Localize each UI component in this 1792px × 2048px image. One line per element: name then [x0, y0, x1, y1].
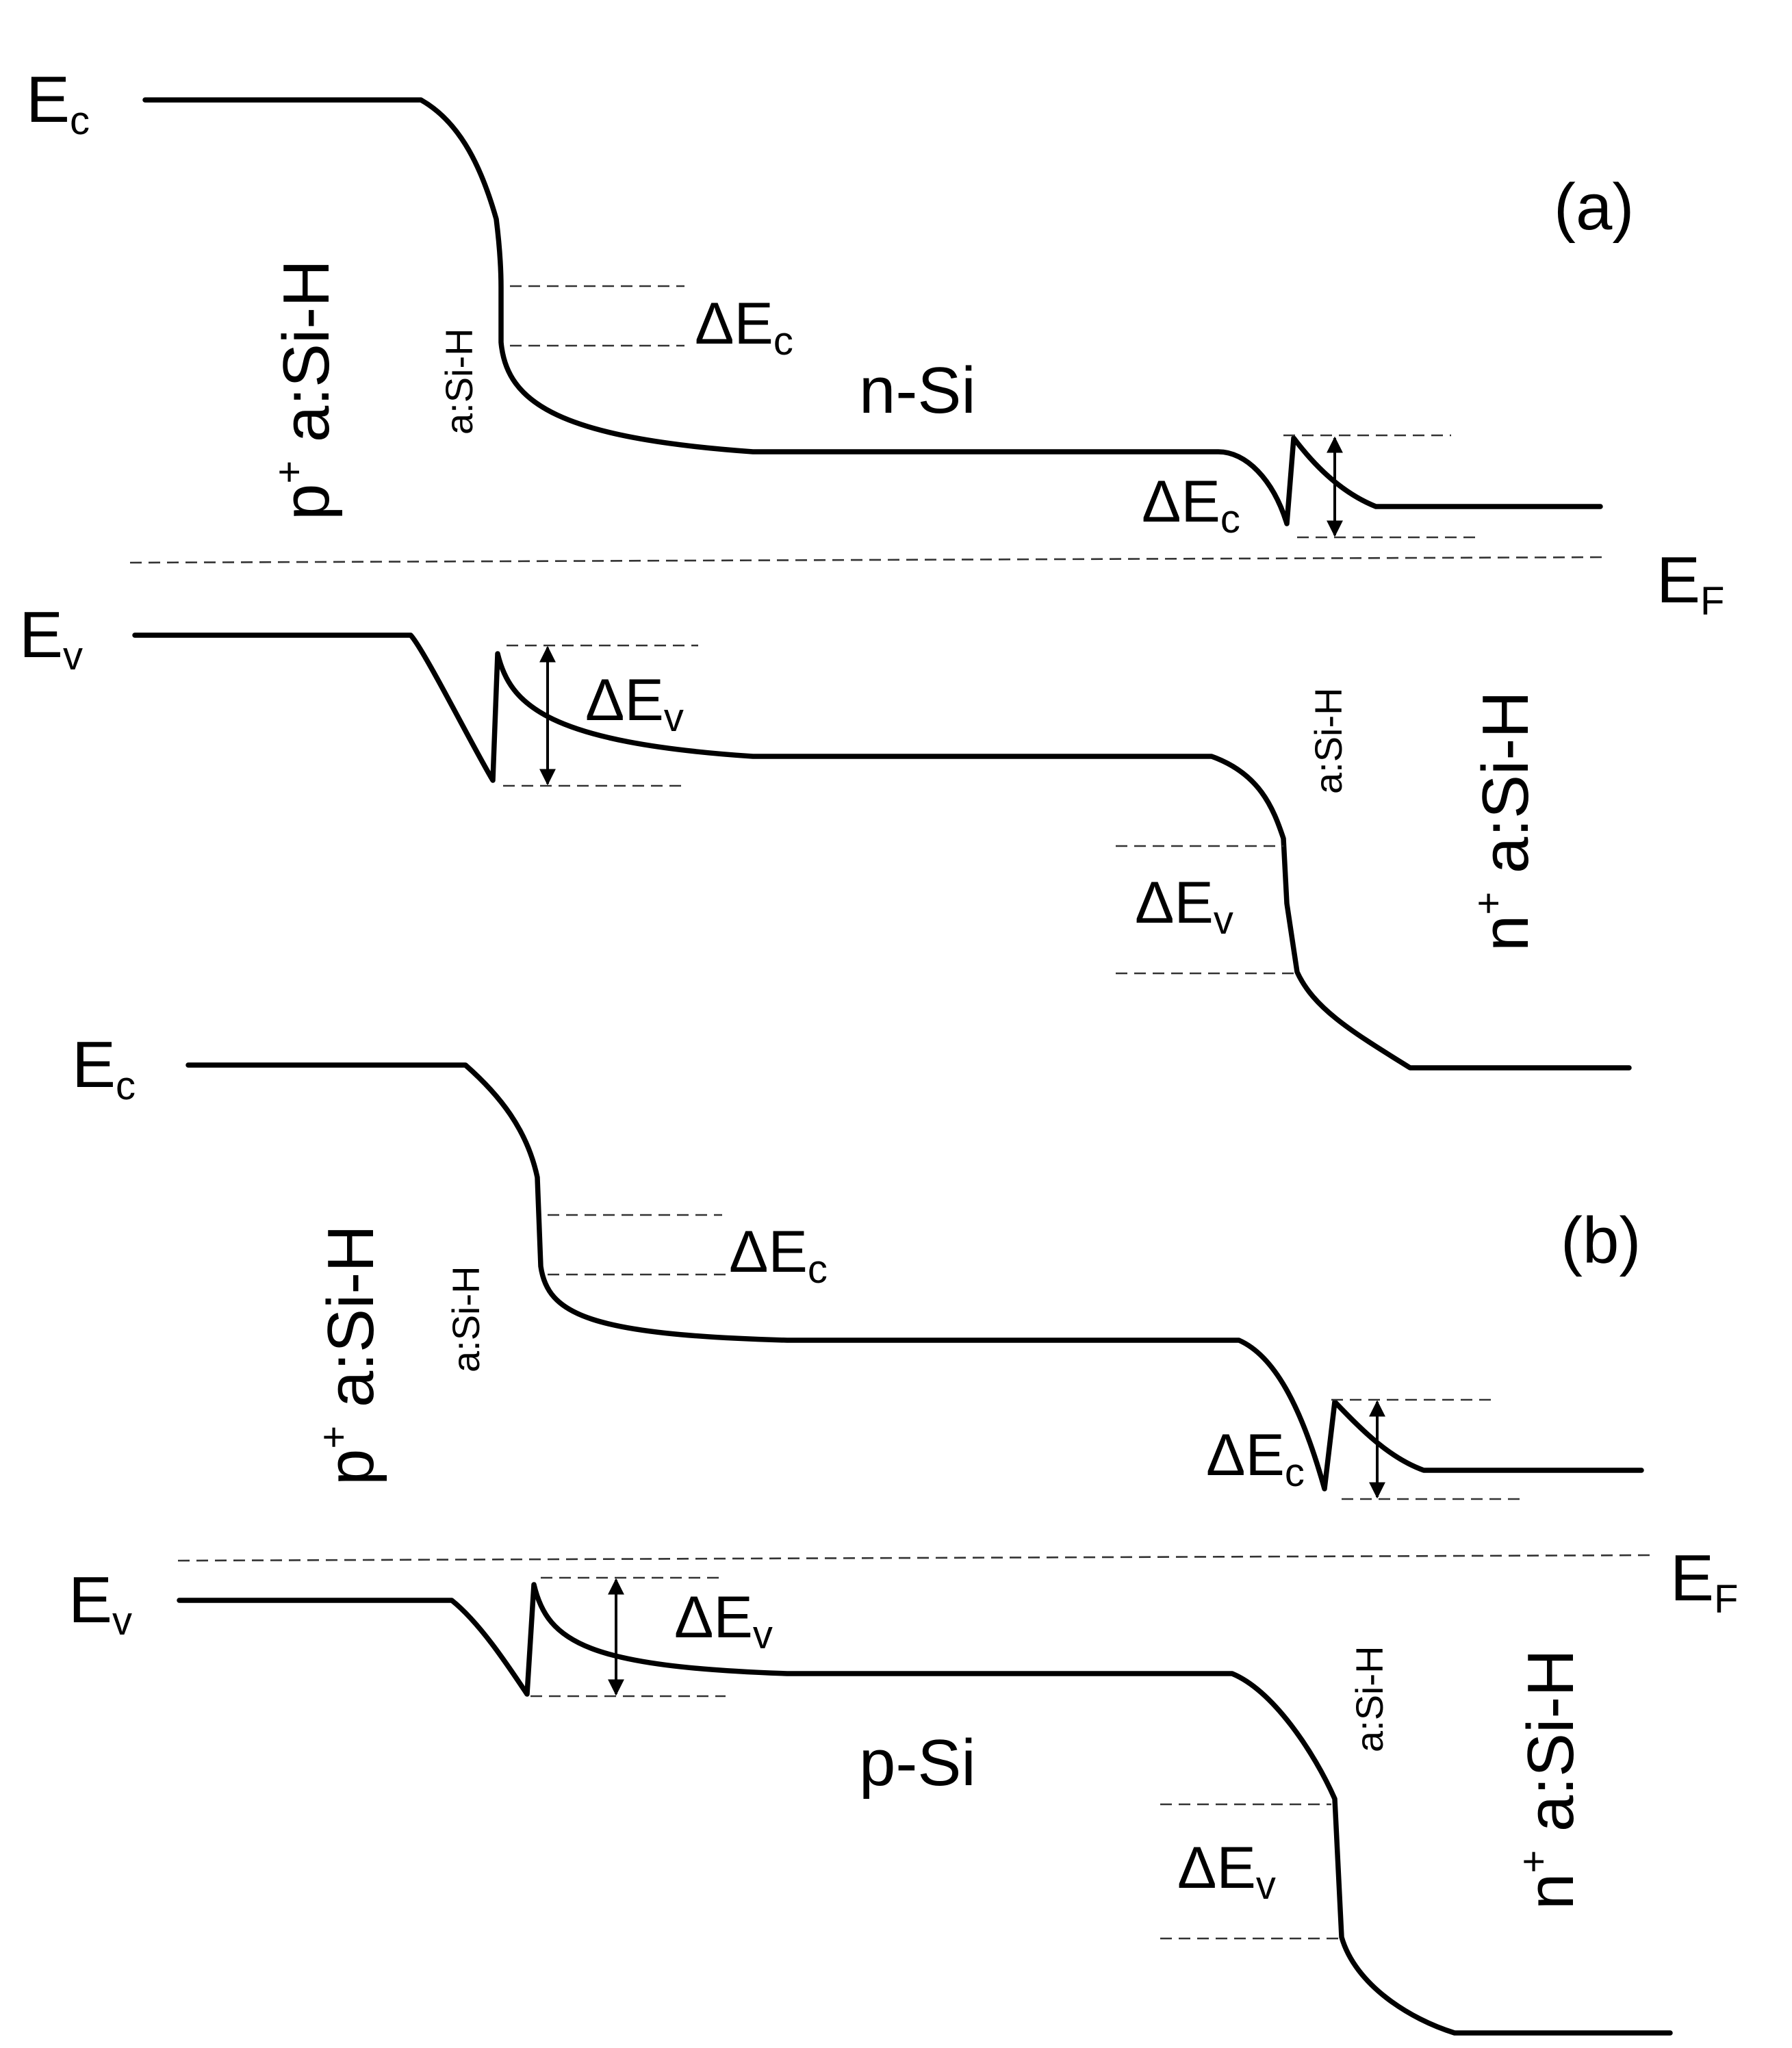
- panel-b-ec-label: Ec: [72, 1028, 136, 1108]
- panel-a-dEc-right-label: ΔEc: [1142, 469, 1240, 541]
- panel-a-fermi-level: [129, 556, 1602, 564]
- panel-b-ev-label: Ev: [68, 1563, 132, 1643]
- panel-a-dEv-right-label: ΔEv: [1135, 870, 1233, 943]
- panel-b-left-intrinsic-label: a:Si-H: [444, 1266, 487, 1372]
- panel-b-right-layer-label: n+ a:Si-H: [1511, 1649, 1587, 1910]
- panel-a-left-layer-label: p+ a:Si-H: [267, 259, 343, 520]
- panel-b-dEv-left-label: ΔEv: [674, 1585, 773, 1657]
- panel-b-valence-band: [177, 1582, 1673, 2036]
- panel-b-dEc-right-label: ΔEc: [1206, 1422, 1305, 1495]
- panel-b-fermi-level: [177, 1554, 1650, 1562]
- panel-a: Ec Ev EF (a) n-Si p+ a:Si-H n+ a:Si-H a:…: [19, 63, 1724, 1071]
- panel-a-conduction-band: [142, 97, 1603, 526]
- panel-a-ef-label: EF: [1656, 543, 1724, 624]
- panel-a-ec-label: Ec: [26, 63, 90, 143]
- panel-b-conduction-band: [185, 1062, 1644, 1492]
- panel-b-left-layer-label: p+ a:Si-H: [311, 1225, 387, 1485]
- panel-b-dEv-right-label: ΔEv: [1177, 1835, 1276, 1908]
- panel-a-left-intrinsic-label: a:Si-H: [437, 328, 481, 435]
- panel-b-dEc-left-label: ΔEc: [729, 1219, 828, 1292]
- panel-b-absorber-label: p-Si: [859, 1726, 976, 1800]
- panel-a-tag: (a): [1554, 170, 1634, 244]
- panel-a-valence-band: [132, 632, 1632, 1071]
- panel-a-ev-label: Ev: [19, 598, 83, 678]
- panel-b-right-intrinsic-label: a:Si-H: [1348, 1646, 1391, 1752]
- panel-b-ef-label: EF: [1670, 1541, 1738, 1622]
- panel-a-absorber-label: n-Si: [859, 354, 976, 427]
- panel-a-dEc-left-label: ΔEc: [695, 291, 793, 363]
- panel-a-dEv-left-label: ΔEv: [585, 667, 684, 740]
- panel-a-right-intrinsic-label: a:Si-H: [1307, 687, 1350, 794]
- panel-a-right-layer-label: n+ a:Si-H: [1466, 691, 1542, 951]
- panel-b: Ec Ev EF (b) p-Si p+ a:Si-H n+ a:Si-H a:…: [68, 1028, 1738, 2036]
- panel-b-tag: (b): [1561, 1204, 1641, 1277]
